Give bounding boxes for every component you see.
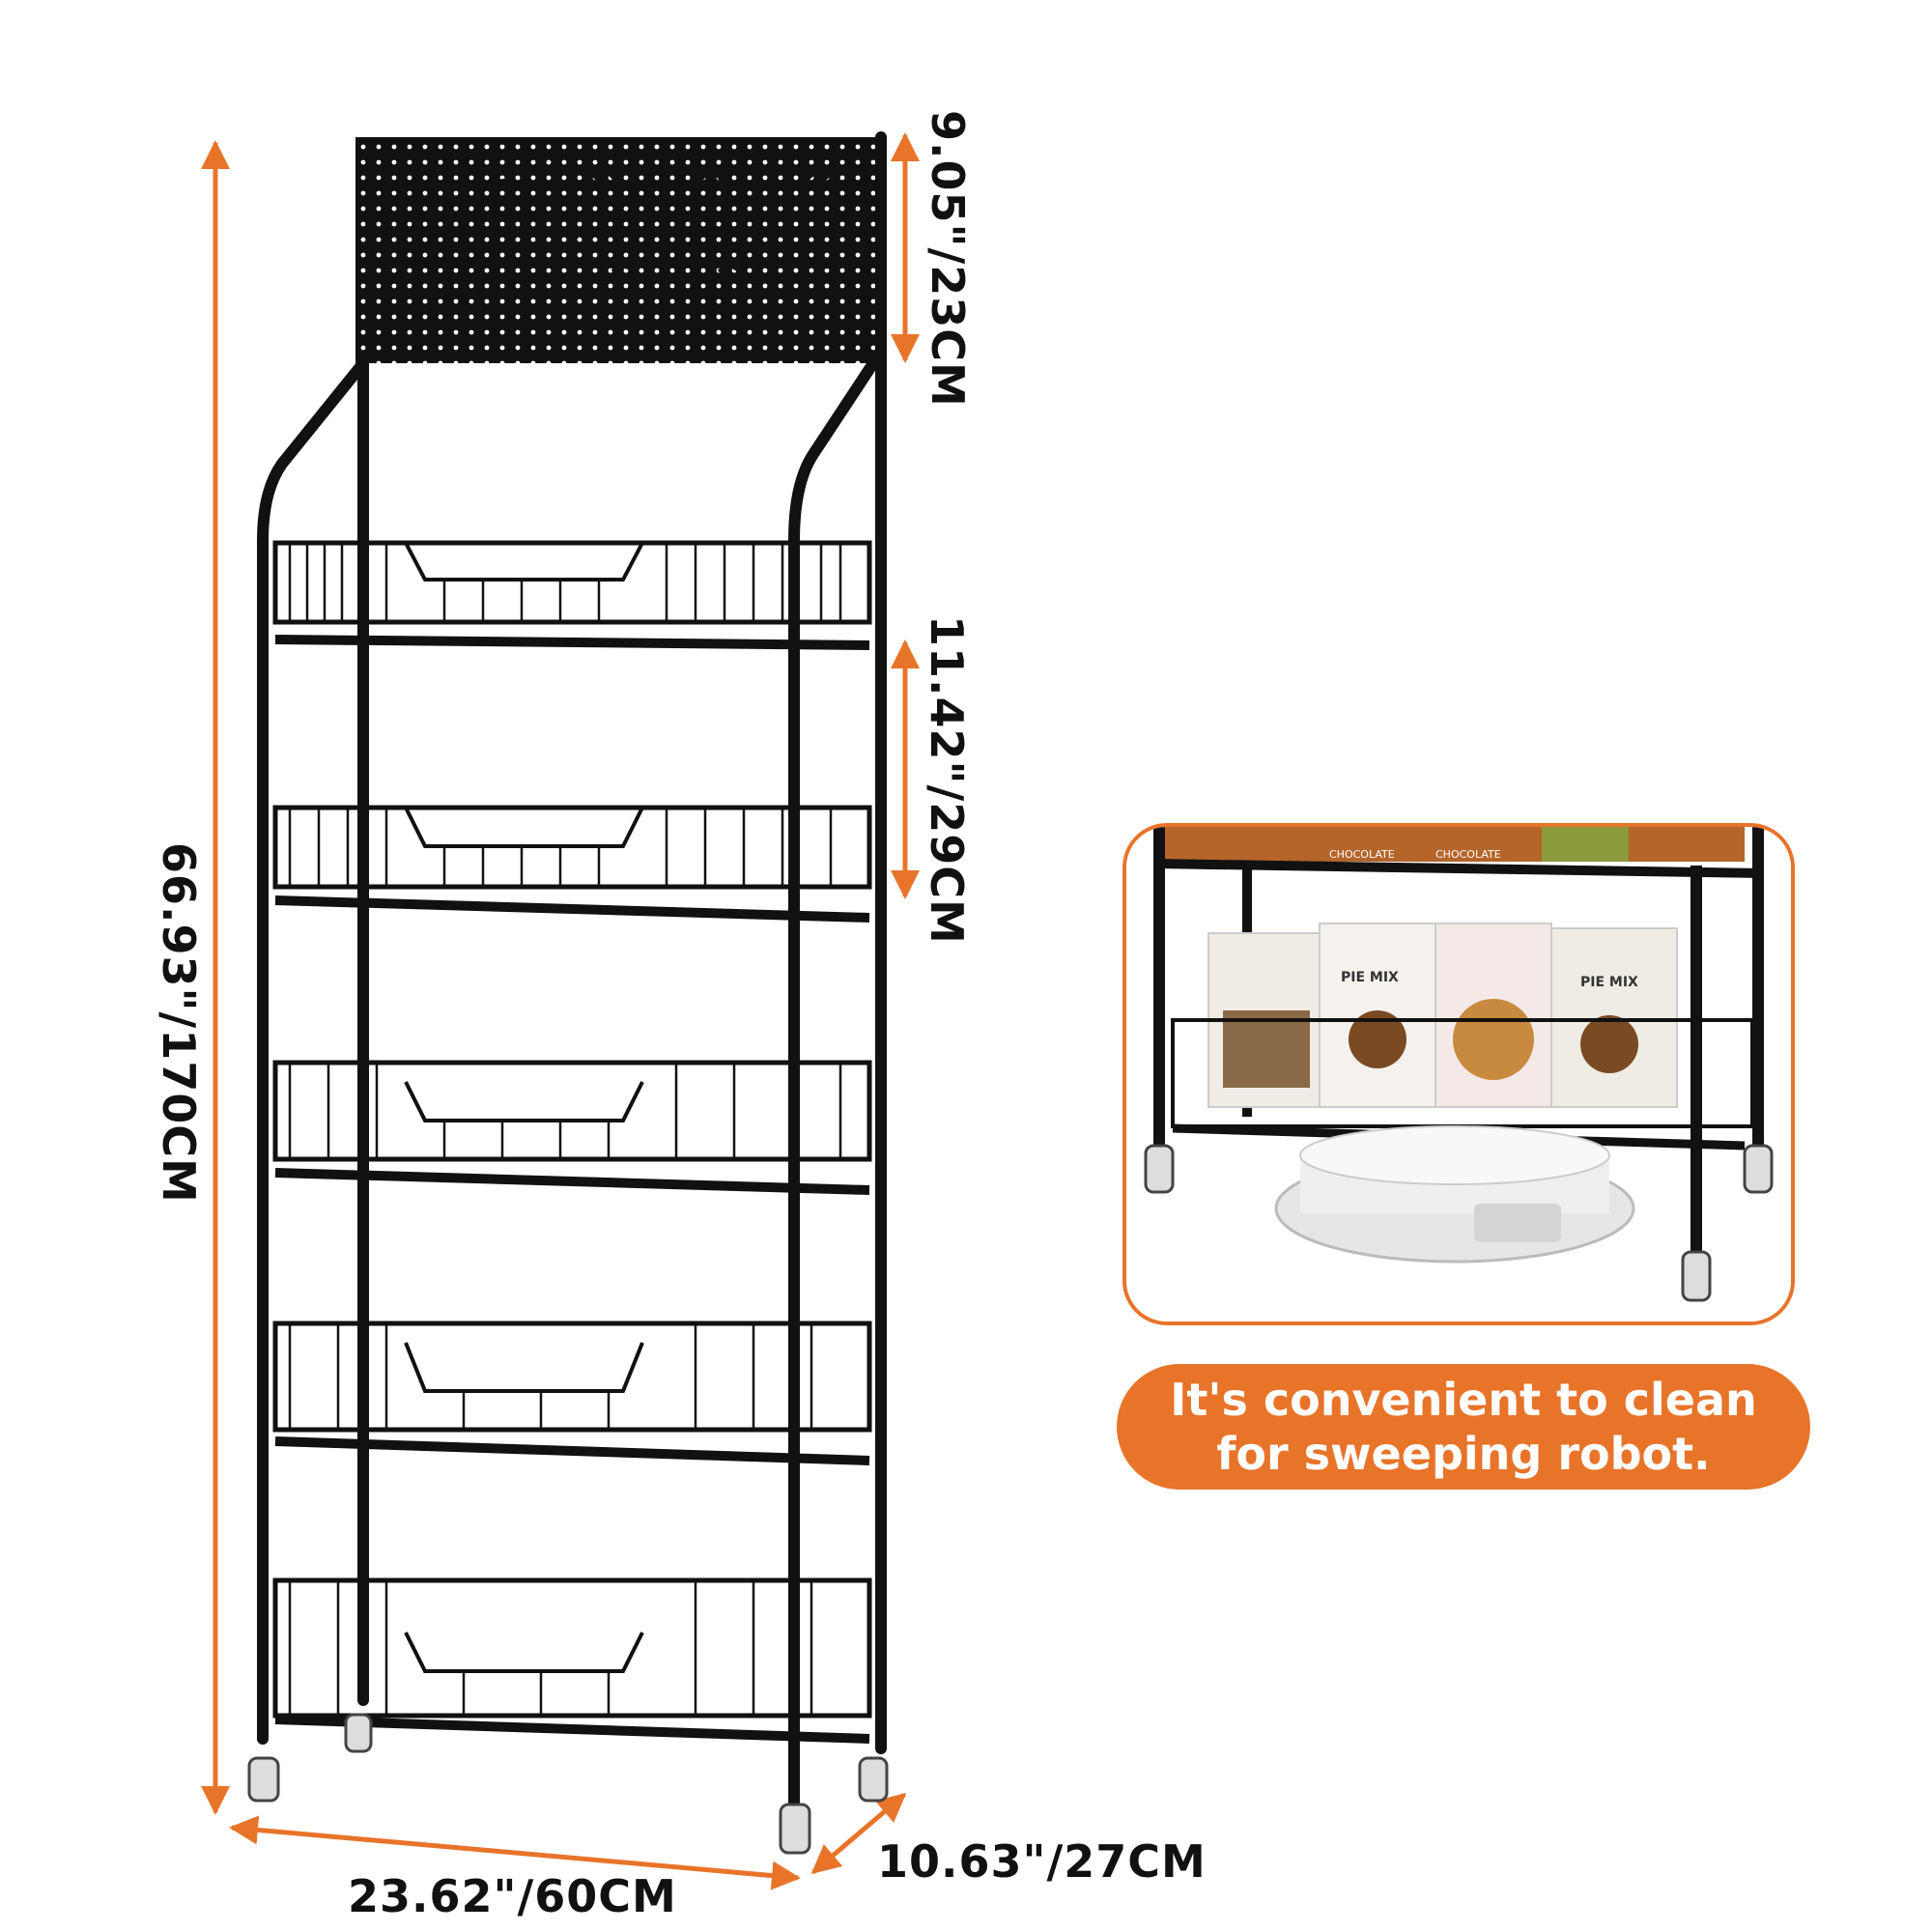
basket-3 xyxy=(272,1060,872,1195)
total-height-label: 66.93"/170CM xyxy=(153,842,205,1204)
depth-label: 10.63"/27CM xyxy=(877,1835,1207,1888)
shelf-spacing-label: 11.42"/29CM xyxy=(921,615,973,945)
caption-text: It's convenient to clean for sweeping ro… xyxy=(1170,1374,1757,1480)
pegboard-height-label: 9.05"/23CM xyxy=(922,110,974,408)
inset-photo: CHOCOLATE CHOCOLATE PIE MIX PIE MIX xyxy=(1122,823,1795,1325)
inset-illustration: CHOCOLATE CHOCOLATE PIE MIX PIE MIX xyxy=(1126,827,1791,1321)
inset-box-label-2: PIE MIX xyxy=(1580,975,1638,990)
width-line xyxy=(229,1815,801,1890)
rack-frame xyxy=(257,131,887,1841)
pegboard xyxy=(355,137,881,363)
depth-line xyxy=(810,1793,907,1874)
width-label: 23.62"/60CM xyxy=(348,1870,677,1922)
basket-2 xyxy=(272,805,872,923)
basket-1 xyxy=(272,540,872,650)
inset-box-label-4: CHOCOLATE xyxy=(1435,848,1501,861)
inset-box-label-3: CHOCOLATE xyxy=(1329,848,1395,861)
caster-wheels xyxy=(247,1713,889,1855)
basket-5 xyxy=(272,1577,872,1744)
basket-4 xyxy=(272,1321,872,1465)
caption-pill: It's convenient to clean for sweeping ro… xyxy=(1117,1364,1810,1490)
inset-box-label-1: PIE MIX xyxy=(1341,970,1399,985)
